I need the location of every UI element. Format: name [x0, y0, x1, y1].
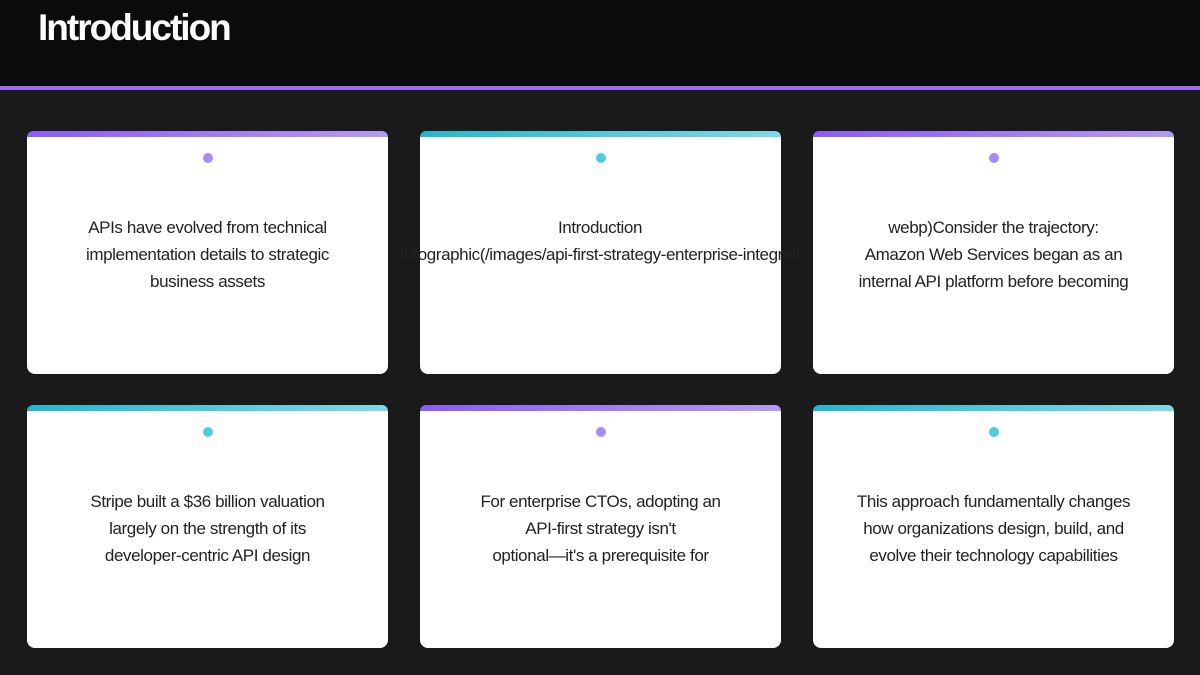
bullet-dot-icon	[989, 427, 999, 437]
card-accent-bar	[420, 131, 781, 137]
card-text-line: Stripe built a $36 billion valuation	[90, 492, 325, 511]
bullet-dot-icon	[596, 427, 606, 437]
card-text-line: APIs have evolved from technical	[88, 218, 327, 237]
card-text: Stripe built a $36 billion valuation lar…	[27, 488, 388, 569]
card-text-line: Infographic(/images/api-first-strategy-e…	[400, 245, 800, 264]
slide-title: Introduction	[38, 7, 232, 48]
card-text-line: implementation details to strategic	[85, 245, 330, 264]
card-text: For enterprise CTOs, adopting an API-fir…	[420, 488, 781, 569]
card-text-line: developer-centric API design	[104, 546, 311, 565]
card-accent-bar	[813, 131, 1174, 137]
slide-header: Introduction	[0, 0, 1200, 86]
card-text: Introduction Infographic(/images/api-fir…	[400, 214, 800, 268]
card-text-line: internal API platform before becoming	[858, 272, 1129, 291]
card-text-line: webp)Consider the trajectory:	[888, 218, 1099, 237]
card-accent-bar	[813, 405, 1174, 411]
card-accent-bar	[420, 405, 781, 411]
content-card-4: Stripe built a $36 billion valuation lar…	[27, 405, 388, 648]
card-text-line: how organizations design, build, and	[863, 519, 1124, 538]
content-card-2: Introduction Infographic(/images/api-fir…	[400, 131, 800, 374]
bullet-dot-icon	[989, 153, 999, 163]
card-text-line: This approach fundamentally changes	[856, 492, 1131, 511]
card-text-line: optional—it's a prerequisite for	[492, 546, 709, 565]
card-text-line: largely on the strength of its	[109, 519, 306, 538]
card-text-line: Amazon Web Services began as an	[864, 245, 1123, 264]
bullet-dot-icon	[203, 427, 213, 437]
content-card-6: This approach fundamentally changes how …	[813, 405, 1174, 648]
bullet-dot-icon	[596, 153, 606, 163]
content-card-1: APIs have evolved from technical impleme…	[27, 131, 388, 374]
card-text: APIs have evolved from technical impleme…	[27, 214, 388, 295]
card-text: webp)Consider the trajectory: Amazon Web…	[813, 214, 1174, 295]
header-divider	[0, 86, 1200, 90]
content-card-5: For enterprise CTOs, adopting an API-fir…	[420, 405, 781, 648]
card-text-line: Introduction	[557, 218, 643, 237]
card-text-line: API-first strategy isn't	[525, 519, 676, 538]
card-text-line: business assets	[150, 272, 265, 291]
card-accent-bar	[27, 405, 388, 411]
bullet-dot-icon	[203, 153, 213, 163]
content-card-3: webp)Consider the trajectory: Amazon Web…	[813, 131, 1174, 374]
card-text-line: For enterprise CTOs, adopting an	[480, 492, 721, 511]
card-accent-bar	[27, 131, 388, 137]
card-text-line: evolve their technology capabilities	[869, 546, 1118, 565]
card-text: This approach fundamentally changes how …	[813, 488, 1174, 569]
